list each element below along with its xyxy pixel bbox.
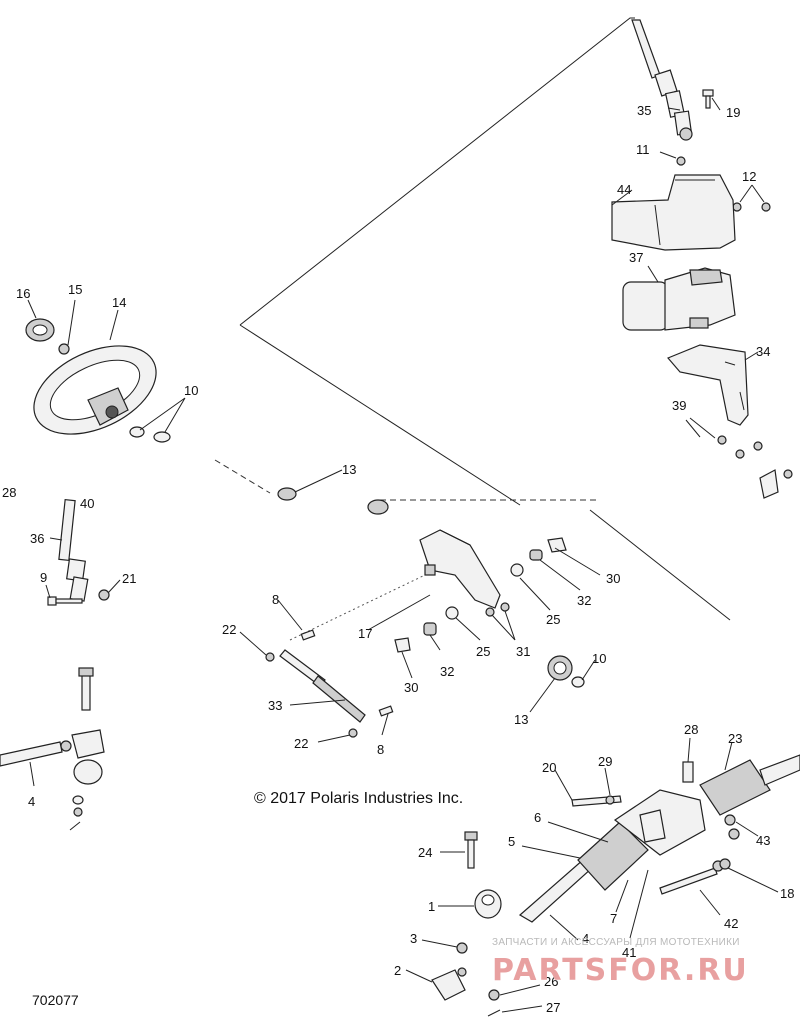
callout-7: 7: [610, 911, 617, 926]
callout-17: 17: [358, 626, 372, 641]
callout-30a: 30: [606, 571, 620, 586]
callout-10a: 10: [184, 383, 198, 398]
callout-33: 33: [268, 698, 282, 713]
callout-14: 14: [112, 295, 126, 310]
callout-30b: 30: [404, 680, 418, 695]
callout-25b: 25: [476, 644, 490, 659]
callout-36: 36: [30, 531, 44, 546]
steering-wheel-14: [25, 318, 171, 443]
callout-29: 29: [598, 754, 612, 769]
tie-rod-end-2: [431, 967, 467, 1001]
callout-28: 28: [2, 485, 16, 500]
bolt-24: [464, 831, 478, 869]
callout-2: 2: [394, 963, 401, 978]
callout-11: 11: [636, 142, 650, 157]
callout-44: 44: [617, 182, 631, 197]
callout-23: 23: [728, 731, 742, 746]
callout-22a: 22: [222, 622, 236, 637]
copyright-text: © 2017 Polaris Industries Inc.: [254, 790, 463, 807]
bolt-19: [702, 89, 714, 109]
bolt-42: [659, 858, 731, 895]
callout-12: 12: [742, 169, 756, 184]
callout-13b: 13: [514, 712, 528, 727]
callout-8a: 8: [272, 592, 279, 607]
left-tie-rod-4: [0, 667, 105, 831]
hardware-25-32-30-31: [394, 537, 567, 653]
bolt-9: [47, 596, 83, 606]
callout-32b: 32: [440, 664, 454, 679]
callout-27: 27: [546, 1000, 560, 1015]
steering-rack-assembly: [518, 754, 800, 923]
callout-21: 21: [122, 571, 136, 586]
callout-16: 16: [16, 286, 30, 301]
nut-11: [676, 156, 686, 166]
bushing-1: [474, 889, 502, 919]
callout-26: 26: [544, 974, 558, 989]
callout-18: 18: [780, 886, 794, 901]
callout-8b: 8: [377, 742, 384, 757]
power-steering-unit-37: [622, 267, 736, 331]
bushing-13-upper: [277, 487, 297, 501]
bushing-13-lower: [547, 655, 585, 688]
nut-3: [456, 942, 468, 954]
callout-25a: 25: [546, 612, 560, 627]
figure-number: 702077: [32, 992, 79, 1008]
callout-4b: 4: [582, 931, 589, 946]
callout-42: 42: [724, 916, 738, 931]
boundary-lines: [214, 17, 731, 641]
nut-21: [98, 589, 110, 601]
callout-39: 39: [672, 398, 686, 413]
callout-4a: 4: [28, 794, 35, 809]
watermark-logo: PARTSFOR.RU: [492, 953, 749, 988]
callout-5: 5: [508, 834, 515, 849]
callout-10b: 10: [592, 651, 606, 666]
callout-32a: 32: [577, 593, 591, 608]
callout-31: 31: [516, 644, 530, 659]
nut-26: [488, 989, 500, 1001]
callout-1: 1: [428, 899, 435, 914]
bushing-13-mid: [367, 499, 389, 515]
callout-24: 24: [418, 845, 432, 860]
callout-9: 9: [40, 570, 47, 585]
callout-20: 20: [542, 760, 556, 775]
callout-41: 41: [622, 945, 636, 960]
callout-35: 35: [637, 103, 651, 118]
callout-13a: 13: [342, 462, 356, 477]
tilt-bracket-17: [419, 529, 501, 609]
watermark-tagline: ЗАПЧАСТИ И АКСЕССУАРЫ ДЛЯ МОТОТЕХНИКИ: [492, 937, 740, 948]
bolts-39: [717, 435, 793, 499]
callout-6: 6: [534, 810, 541, 825]
callout-3: 3: [410, 931, 417, 946]
callout-37: 37: [629, 250, 643, 265]
nuts-43: [724, 814, 740, 840]
leader-lines: [27, 97, 779, 1013]
nuts-12: [732, 202, 771, 212]
callout-15: 15: [68, 282, 82, 297]
upper-steering-shaft: [631, 19, 693, 141]
callout-43: 43: [756, 833, 770, 848]
gas-strut-33: [265, 629, 394, 738]
steering-cover-44: [611, 174, 736, 251]
lower-steering-shaft-36: [58, 498, 89, 602]
callout-34: 34: [756, 344, 770, 359]
callout-19: 19: [726, 105, 740, 120]
bolts-20-29: [571, 795, 622, 807]
watermark: ЗАПЧАСТИ И АКСЕССУАРЫ ДЛЯ МОТОТЕХНИКИ PA…: [492, 937, 749, 988]
callout-labels: 35 19 11 12 44 37 34 39 16 15 14 10 13 2…: [2, 103, 794, 1015]
callout-28b: 28: [684, 722, 698, 737]
callout-40: 40: [80, 496, 94, 511]
callout-22b: 22: [294, 736, 308, 751]
cotter-pin-27: [487, 1009, 501, 1017]
bracket-34: [667, 344, 749, 426]
